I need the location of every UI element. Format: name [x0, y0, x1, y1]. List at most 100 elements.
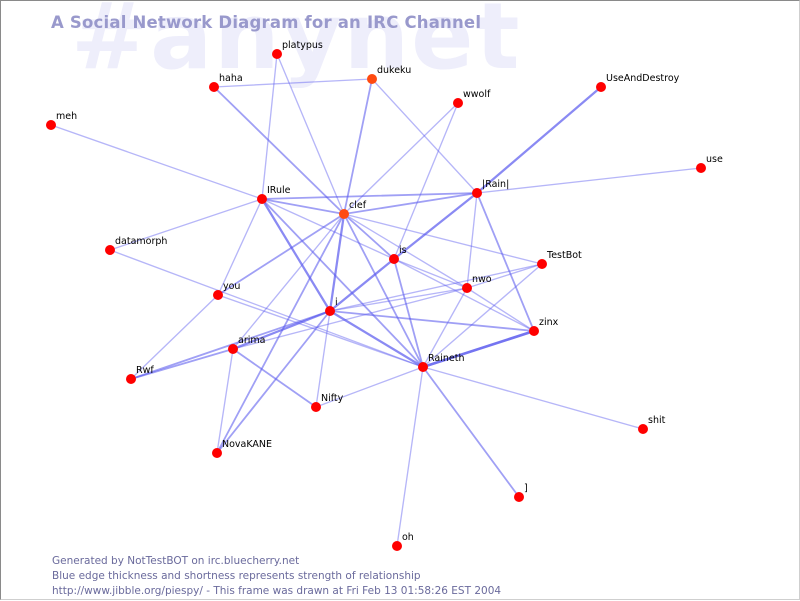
node-datamorph: datamorph [105, 236, 167, 255]
node-label: UseAndDestroy [606, 73, 680, 84]
edge-Rain-zinx [476, 192, 535, 332]
edge-is-Raineth [393, 258, 424, 368]
footer-generated-by: Generated by NotTestBOT on irc.bluecherr… [52, 555, 300, 567]
diagram-title: A Social Network Diagram for an IRC Chan… [51, 13, 482, 32]
edge-clef-TestBot [343, 213, 543, 265]
node-bracket: ] [514, 483, 528, 502]
edge-haha-dukeku [213, 78, 373, 88]
edge-meh-IRule [50, 124, 263, 200]
edge-is-nwo [393, 258, 468, 289]
node-label: TestBot [546, 250, 582, 261]
node-label: clef [349, 200, 367, 211]
node-dot [389, 254, 399, 264]
edge-arima-Rwf [130, 348, 234, 380]
edge-i-Raineth [328, 309, 425, 369]
edge-is-zinx [393, 258, 535, 332]
edge-i-NovaKANE [216, 310, 331, 454]
edge-clef-arima [232, 213, 345, 350]
node-dot [212, 448, 222, 458]
edge-platypus-IRule [261, 53, 278, 200]
node-dot [257, 194, 267, 204]
node-label: Nifty [321, 393, 344, 404]
node-dot [228, 344, 238, 354]
node-label: dukeku [377, 65, 411, 76]
node-NovaKANE: NovaKANE [212, 439, 272, 458]
edge-i-zinx [329, 310, 535, 332]
node-label: i [335, 297, 338, 308]
node-label: NovaKANE [222, 439, 272, 450]
footer-info: Generated by NotTestBOT on irc.bluecherr… [52, 554, 501, 599]
edge-TestBot-nwo [466, 263, 543, 289]
node-platypus: platypus [272, 40, 323, 59]
node-layer: platypus haha dukeku wwolf UseAndDestroy meh u… [46, 40, 723, 551]
node-wwolf: wwolf [453, 89, 491, 108]
node-label: nwo [472, 274, 492, 285]
edge-layer [50, 53, 702, 547]
edge-TestBot-i [329, 263, 543, 312]
edge-arima-Nifty [232, 348, 317, 408]
edge-TestBot-Raineth [422, 263, 543, 368]
node-dot [453, 98, 463, 108]
node-dot [339, 209, 349, 219]
edge-Raineth-Nifty [315, 366, 424, 408]
edge-nwo-arima [232, 287, 468, 350]
edge-IRule-i [260, 197, 332, 313]
node-label: ] [524, 483, 528, 494]
node-label: Raineth [428, 353, 464, 364]
channel-watermark: #anynet [71, 0, 522, 90]
edge-IRule-Raineth [261, 198, 424, 368]
node-meh: meh [46, 111, 77, 130]
node-dot [105, 245, 115, 255]
edge-datamorph-Raineth [109, 249, 424, 368]
node-label: oh [402, 532, 414, 543]
node-dot [529, 326, 539, 336]
node-label: haha [219, 73, 243, 84]
edge-dukeku-clef [343, 78, 373, 215]
edge-Raineth-oh [396, 366, 424, 547]
node-dot [325, 306, 335, 316]
edge-Rain-is [392, 191, 479, 261]
node-is: is [389, 245, 407, 264]
node-label: is [399, 245, 407, 256]
edge-haha-clef [213, 86, 345, 215]
node-dot [311, 402, 321, 412]
node-label: meh [56, 111, 77, 122]
node-oh: oh [392, 532, 414, 551]
node-Raineth: Raineth [418, 353, 464, 372]
node-dot [126, 374, 136, 384]
node-TestBot: TestBot [537, 250, 582, 269]
node-dot [537, 259, 547, 269]
node-label: IRule [267, 185, 291, 196]
node-Rain: |Rain| [472, 179, 509, 198]
node-label: use [706, 154, 723, 165]
node-dot [209, 82, 219, 92]
edge-i-Nifty [315, 310, 331, 408]
node-clef: clef [339, 200, 367, 219]
edge-clef-i [328, 212, 346, 313]
edge-IRule-clef [261, 198, 345, 215]
edge-nwo-Raineth [422, 287, 468, 368]
edge-use-Rain [476, 167, 702, 194]
node-dot [367, 74, 377, 84]
edge-you-Rwf [130, 294, 219, 380]
node-label: datamorph [115, 236, 167, 247]
node-label: zinx [539, 317, 559, 328]
node-label: shit [648, 415, 666, 426]
edge-Raineth-shit [422, 366, 644, 430]
edge-Raineth-bracket [422, 366, 520, 498]
edge-nwo-zinx [466, 287, 535, 332]
node-arima: arima [228, 335, 265, 354]
node-UseAndDestroy: UseAndDestroy [596, 73, 680, 92]
edge-clef-you [217, 213, 345, 296]
node-label: Rwf [136, 365, 154, 376]
node-i: i [325, 297, 338, 316]
edge-nwo-i [329, 287, 468, 312]
node-haha: haha [209, 73, 243, 92]
edge-IRule-Rain [261, 192, 478, 200]
node-Rwf: Rwf [126, 365, 154, 384]
edge-you-Raineth [217, 294, 424, 368]
node-dot [418, 362, 428, 372]
edge-zinx-Raineth [421, 329, 536, 369]
